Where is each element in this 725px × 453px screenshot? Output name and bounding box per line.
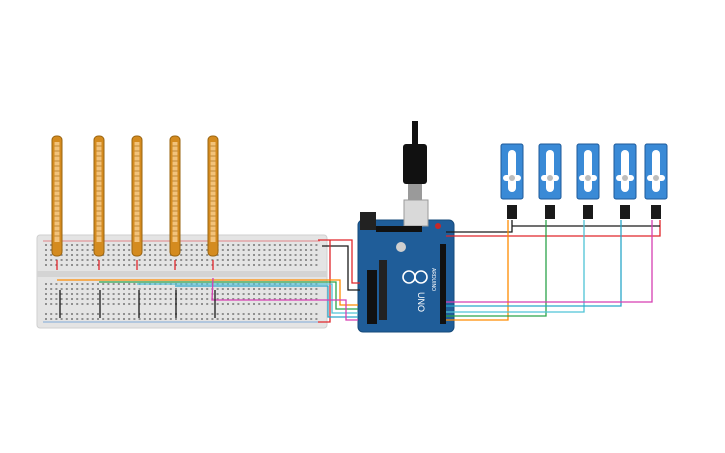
- wire-power: [446, 220, 661, 237]
- flex-sensor[interactable]: [51, 135, 63, 257]
- servos: [500, 143, 668, 219]
- wire-ground: [322, 245, 360, 291]
- flex-sensor[interactable]: [207, 135, 219, 257]
- flex-sensors: [51, 135, 219, 257]
- wire-ground: [446, 220, 513, 233]
- wire-power: [318, 239, 360, 284]
- arduino-model-label: UNO: [416, 292, 426, 312]
- wire-signal_2: [446, 220, 547, 317]
- flex-sensor[interactable]: [169, 135, 181, 257]
- flex-sensor[interactable]: [93, 135, 105, 257]
- wire-signal_5: [446, 220, 653, 303]
- wire-power: [56, 260, 214, 270]
- wire-signal_3: [137, 283, 358, 314]
- arduino-brand-label: ARDUINO: [430, 268, 436, 291]
- wire-power: [318, 240, 331, 323]
- wire-ground: [59, 290, 216, 318]
- servo-motor[interactable]: [576, 143, 600, 219]
- servo-motor[interactable]: [538, 143, 562, 219]
- arduino-uno[interactable]: UNO ARDUINO: [357, 121, 455, 333]
- wire-signal_1: [57, 279, 358, 306]
- servo-motor[interactable]: [613, 143, 637, 219]
- wire-signal_5: [211, 277, 358, 321]
- wire-signal_2: [99, 281, 358, 310]
- breadboard-holes: [45, 244, 318, 320]
- wire-signal_3: [446, 220, 585, 313]
- usb-cable: [403, 121, 427, 200]
- servo-motor[interactable]: [500, 143, 524, 219]
- wires: [56, 220, 661, 323]
- wire-signal_1: [446, 220, 509, 321]
- arduino-logo-icon: [402, 270, 428, 284]
- flex-sensor[interactable]: [131, 135, 143, 257]
- servo-motor[interactable]: [644, 143, 668, 219]
- wire-signal_4: [175, 285, 358, 318]
- wire-signal_4: [446, 220, 622, 307]
